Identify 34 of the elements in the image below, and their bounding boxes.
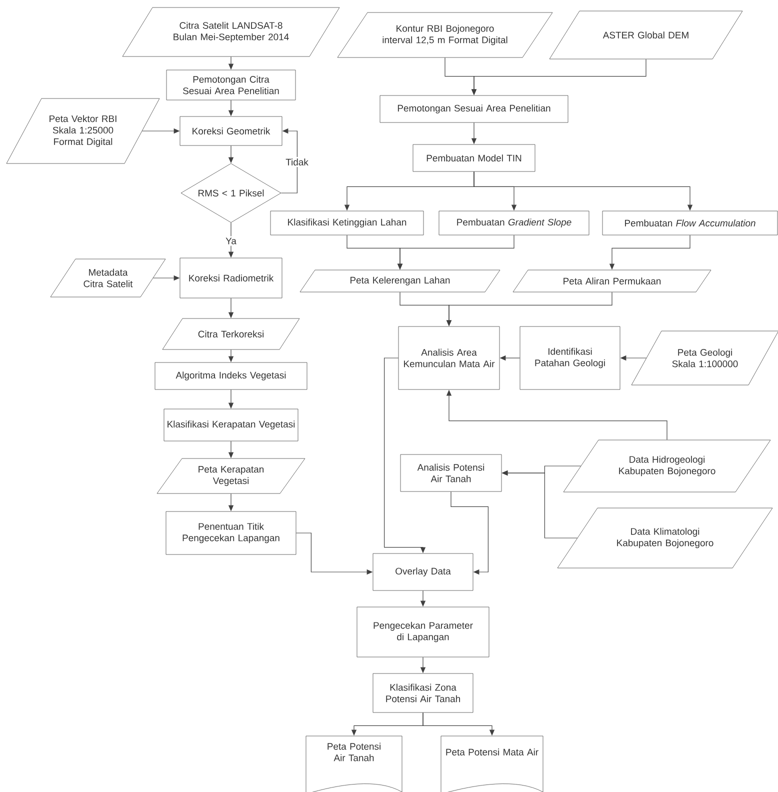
data-parallelogram: Data Hidrogeologi Kabupaten Bojonegoro — [563, 440, 771, 492]
document-shape: Peta Potensi Mata Air — [440, 736, 544, 792]
process-box: Penentuan Titik Pengecekan Lapangan — [166, 511, 296, 555]
process-box: Pemotongan Sesuai Area Penelitian — [380, 95, 568, 123]
data-parallelogram: Peta Geologi Skala 1:100000 — [631, 330, 778, 386]
process-box: Analisis Potensi Air Tanah — [400, 454, 502, 492]
process-box: Koreksi Radiometrik — [180, 258, 282, 298]
process-box: Koreksi Geometrik — [180, 116, 282, 146]
edge-label: Tidak — [284, 157, 310, 167]
data-parallelogram: Data Klimatologi Kabupaten Bojonegoro — [557, 508, 773, 568]
data-parallelogram: Peta Kerapatan Vegetasi — [156, 458, 306, 494]
data-parallelogram: ASTER Global DEM — [549, 10, 743, 60]
process-box: Pembuatan Model TIN — [412, 144, 536, 172]
edge-label: Ya — [224, 236, 238, 246]
arrow — [450, 491, 488, 575]
process-box: Klasifikasi Kerapatan Vegetasi — [164, 408, 298, 442]
data-parallelogram: Citra Terkoreksi — [162, 318, 300, 350]
data-parallelogram: Kontur RBI Bojonegoro interval 12,5 m Format Digital — [337, 12, 553, 58]
process-box: Analisis Area Kemunculan Mata Air — [398, 326, 500, 390]
process-box: Pembuatan Flow Accumulation — [602, 210, 778, 236]
process-box: Pengecekan Parameter di Lapangan — [356, 606, 490, 658]
process-box: Klasifikasi Zona Potensi Air Tanah — [372, 673, 474, 713]
process-box: Overlay Data — [372, 553, 474, 591]
data-parallelogram: Peta Aliran Permukaan — [512, 270, 712, 292]
process-box: Pembuatan Gradient Slope — [438, 210, 590, 236]
data-parallelogram: Metadata Citra Satelit — [50, 258, 166, 298]
data-parallelogram: Citra Satelit LANDSAT-8 Bulan Mei-September 2014 — [122, 7, 340, 57]
process-box: Klasifikasi Ketinggian Lahan — [270, 210, 424, 236]
data-parallelogram: Peta Kelerengan Lahan — [300, 270, 500, 292]
process-box: Pemotongan Citra Sesuai Area Penelitian — [166, 70, 296, 100]
process-box: Identifikasi Patahan Geologi — [520, 326, 620, 390]
data-parallelogram: Peta Vektor RBI Skala 1:25000 Format Digital — [6, 98, 160, 164]
process-box: Algoritma Indeks Vegetasi — [154, 362, 308, 390]
document-shape: Peta Potensi Air Tanah — [306, 736, 402, 792]
